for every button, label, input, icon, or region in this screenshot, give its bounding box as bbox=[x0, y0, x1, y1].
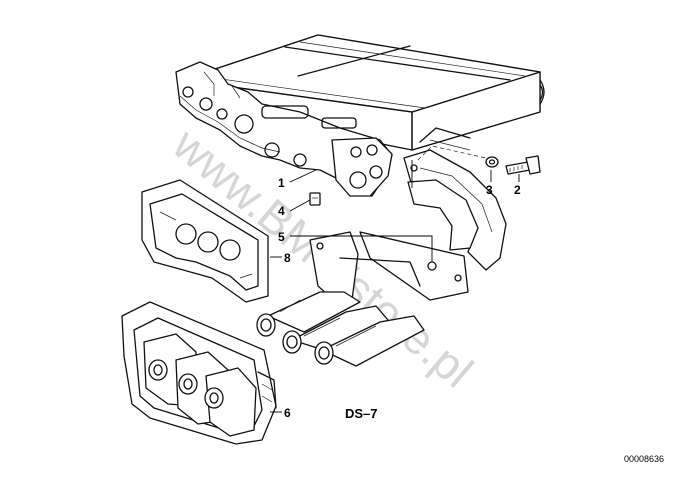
callout-3: 3 bbox=[486, 183, 493, 197]
bolt-centerline bbox=[417, 145, 487, 161]
callout-6: 6 bbox=[284, 406, 291, 420]
core-end-tank bbox=[175, 61, 393, 197]
washer bbox=[485, 156, 499, 168]
image-code: 00008636 bbox=[624, 454, 664, 464]
diagram-code: DS–7 bbox=[345, 406, 378, 421]
coolant-pipe-assembly bbox=[403, 127, 507, 271]
callout-4: 4 bbox=[278, 204, 285, 218]
clip-nut bbox=[309, 192, 321, 206]
pipe-bracket bbox=[309, 231, 469, 307]
heater-valve-housing bbox=[121, 301, 277, 445]
callout-2: 2 bbox=[514, 183, 521, 197]
leader-lines bbox=[270, 169, 520, 413]
seal-gasket bbox=[141, 179, 269, 303]
callout-5: 5 bbox=[278, 230, 285, 244]
callout-8: 8 bbox=[284, 251, 291, 265]
callout-1: 1 bbox=[278, 176, 285, 190]
bolt bbox=[505, 155, 541, 175]
outlet-pipes bbox=[256, 291, 425, 367]
